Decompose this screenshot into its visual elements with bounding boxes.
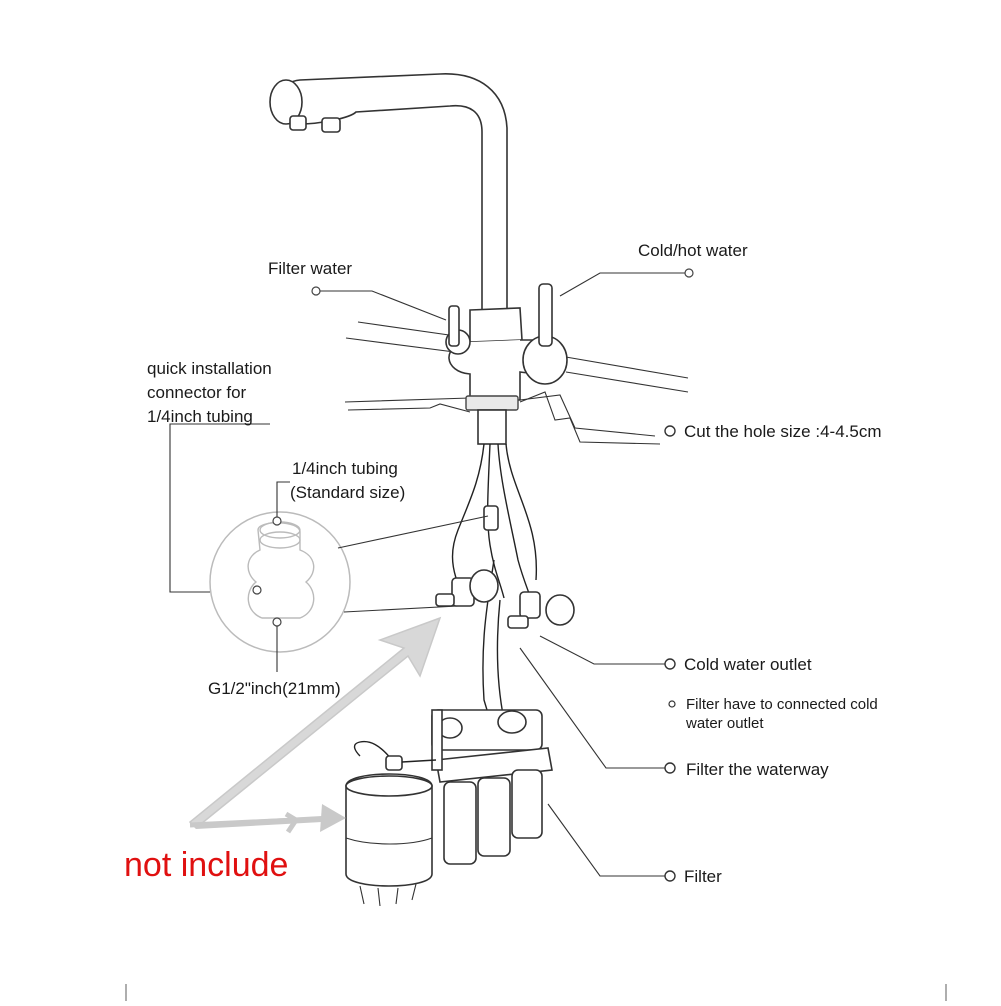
not-include-label: not include xyxy=(124,846,288,884)
storage-tank xyxy=(345,740,437,907)
faucet xyxy=(269,73,568,445)
cold-outlet-marker xyxy=(664,658,676,670)
leader-lines xyxy=(169,268,694,877)
waterway-marker xyxy=(664,762,676,774)
cut-hole-label: Cut the hole size :4-4.5cm xyxy=(684,422,881,441)
quick-install-label-1: quick installation xyxy=(147,359,272,378)
cold-hot-water-label: Cold/hot water xyxy=(638,241,748,260)
filter-water-marker xyxy=(311,286,321,296)
filter-system xyxy=(431,709,553,865)
not-include-arrow xyxy=(188,616,442,834)
waterway-label: Filter the waterway xyxy=(686,760,829,779)
note-bullet xyxy=(668,700,676,708)
note-label-1: Filter have to connected cold xyxy=(686,696,878,713)
filter-water-label: Filter water xyxy=(268,259,352,278)
countertop xyxy=(344,321,689,445)
cold-outlet-label: Cold water outlet xyxy=(684,655,812,674)
tubing-label-1: 1/4inch tubing xyxy=(292,459,398,478)
quick-install-label-2: connector for xyxy=(147,383,247,402)
note-label-2: water outlet xyxy=(685,715,764,732)
angle-valves xyxy=(435,569,575,629)
cold-hot-marker xyxy=(684,268,694,278)
filter-marker xyxy=(664,870,676,882)
cut-hole-marker xyxy=(664,425,676,437)
filter-label: Filter xyxy=(684,867,722,886)
quick-install-label-3: 1/4inch tubing xyxy=(147,407,253,426)
connector-detail xyxy=(209,511,489,653)
g-thread-label: G1/2"inch(21mm) xyxy=(208,679,341,698)
tubing-label-2: (Standard size) xyxy=(290,483,405,502)
